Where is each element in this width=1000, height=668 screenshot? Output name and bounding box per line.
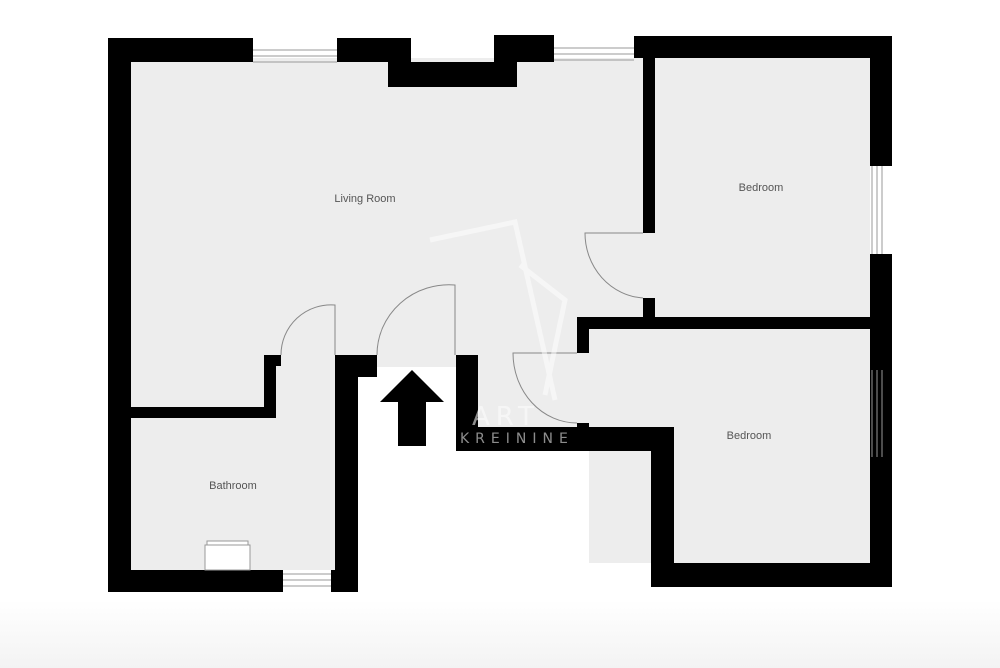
room-label-bedroom-1: Bedroom bbox=[739, 182, 784, 194]
floors bbox=[131, 58, 870, 570]
floor-living-room bbox=[131, 58, 870, 355]
door-bathroom bbox=[280, 304, 336, 356]
room-label-bedroom-2: Bedroom bbox=[727, 430, 772, 442]
window-bedroom-1 bbox=[871, 166, 883, 254]
windows bbox=[253, 47, 883, 587]
arrow-up-icon bbox=[380, 370, 444, 446]
door-bedroom-1 bbox=[584, 232, 644, 299]
window-top-right bbox=[554, 47, 634, 61]
room-label-bathroom: Bathroom bbox=[209, 480, 257, 492]
door-entrance bbox=[376, 284, 456, 356]
watermark-art: ART bbox=[472, 402, 540, 432]
window-top-left bbox=[253, 49, 337, 63]
door-bedroom-2 bbox=[512, 352, 578, 424]
room-label-living-room: Living Room bbox=[334, 193, 395, 205]
walls bbox=[108, 35, 892, 592]
doors bbox=[280, 232, 644, 424]
window-bedroom-2 bbox=[871, 370, 883, 457]
window-bathroom bbox=[283, 573, 331, 587]
floor-entrance bbox=[377, 355, 456, 367]
bathroom-fixture bbox=[204, 540, 251, 571]
bottom-shade bbox=[0, 600, 1000, 668]
floor-bathroom bbox=[131, 355, 335, 570]
watermark-kreinine: KREININE bbox=[460, 431, 574, 447]
watermark: ART KREININE bbox=[429, 219, 574, 447]
